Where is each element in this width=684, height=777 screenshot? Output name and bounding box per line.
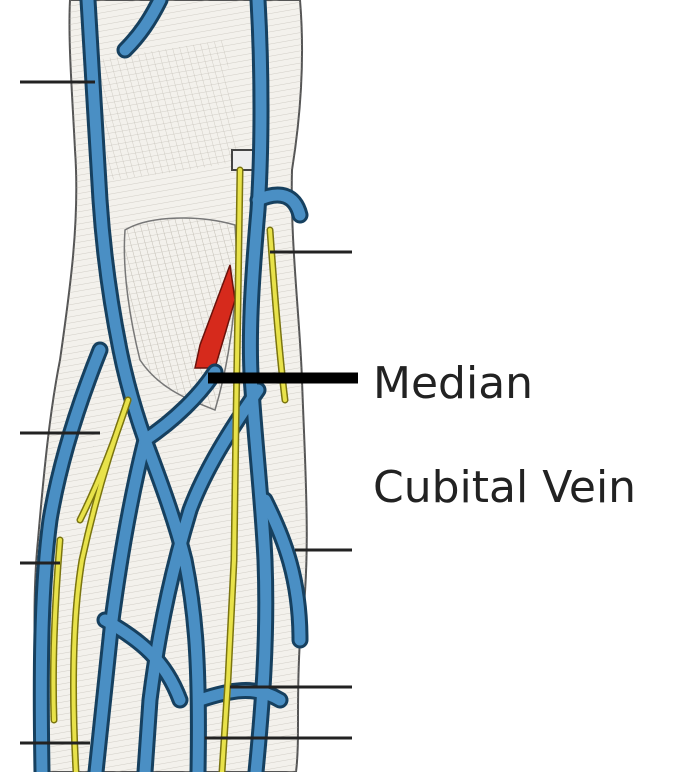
upper-muscle — [95, 40, 240, 180]
callout-label-line2: Cubital Vein — [373, 466, 636, 510]
callout-label-line1: Median — [373, 362, 533, 406]
